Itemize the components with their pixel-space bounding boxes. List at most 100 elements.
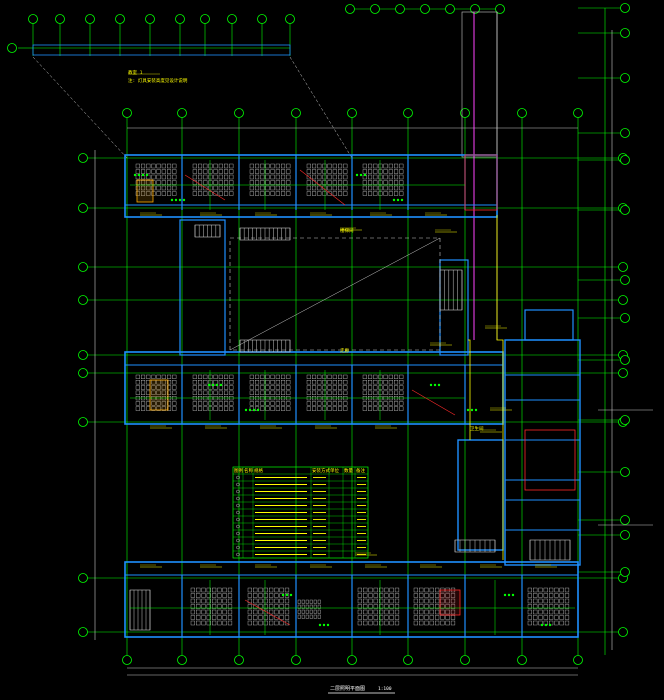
desk	[212, 609, 217, 615]
legend-header-cell: 规格	[254, 467, 263, 474]
desk	[383, 385, 388, 390]
desk	[564, 615, 570, 620]
desk	[212, 615, 217, 620]
fixture-symbol	[540, 623, 544, 627]
desk	[368, 587, 373, 593]
fixture-symbol	[141, 173, 145, 177]
desk	[192, 380, 197, 385]
desk	[435, 620, 440, 626]
grid-bubble	[177, 655, 187, 665]
desk	[384, 587, 389, 593]
desk	[338, 163, 343, 169]
desk	[281, 185, 286, 191]
desk	[533, 604, 538, 609]
desk	[388, 385, 393, 390]
desk	[203, 380, 208, 385]
note-text: 注: 灯具安装高度见设计说明	[128, 77, 188, 84]
desk	[378, 191, 383, 196]
desk	[383, 169, 388, 174]
desk	[206, 609, 211, 615]
desk	[196, 620, 201, 626]
grid-bubble	[618, 295, 628, 305]
fixture-symbol	[256, 408, 260, 412]
stair-outline	[239, 339, 291, 353]
desk	[543, 593, 548, 598]
desk	[373, 593, 378, 598]
legend-header-cell: 单位	[330, 467, 339, 474]
desk	[394, 587, 400, 593]
desk	[146, 374, 151, 379]
desk	[559, 604, 564, 609]
desk	[445, 598, 450, 604]
legend-symbol	[236, 517, 240, 522]
desk	[327, 401, 332, 406]
desk	[286, 380, 291, 385]
desk	[208, 380, 213, 385]
desk	[198, 406, 203, 411]
fixture-symbol	[437, 383, 441, 387]
west-stair-block	[179, 219, 226, 356]
desk	[399, 174, 404, 180]
desk	[322, 163, 327, 169]
desk	[338, 180, 343, 185]
desk	[559, 609, 564, 615]
desk	[564, 593, 570, 598]
desk	[284, 587, 290, 593]
grid-bubble	[115, 14, 125, 24]
desk	[388, 191, 393, 196]
desk	[217, 604, 222, 609]
desk	[206, 604, 211, 609]
desk	[413, 598, 418, 604]
desk	[141, 401, 146, 406]
desk	[527, 609, 532, 615]
building-walls	[32, 11, 581, 638]
desk	[192, 385, 197, 390]
legend-symbol	[236, 545, 240, 550]
desk	[368, 163, 373, 169]
fixture-symbol	[396, 198, 400, 202]
grid-bubble	[55, 14, 65, 24]
desk	[332, 169, 337, 174]
desk	[212, 587, 217, 593]
desk	[275, 374, 280, 379]
desk	[265, 374, 270, 379]
desk	[253, 609, 258, 615]
desk	[213, 406, 218, 411]
desk	[297, 599, 301, 604]
desk	[208, 185, 213, 191]
desk	[538, 620, 543, 626]
desk	[217, 587, 222, 593]
fixture-symbol	[429, 383, 433, 387]
desk	[419, 620, 424, 626]
desk	[260, 180, 265, 185]
desk	[260, 390, 265, 395]
desk	[270, 163, 275, 169]
desk	[263, 604, 268, 609]
fixture-symbol	[511, 593, 515, 597]
desk	[141, 380, 146, 385]
desk	[258, 587, 263, 593]
desk	[527, 593, 532, 598]
desk	[247, 620, 252, 626]
desk	[357, 593, 362, 598]
desk	[260, 174, 265, 180]
desk	[135, 191, 140, 196]
desk	[533, 620, 538, 626]
desk	[317, 191, 322, 196]
grid-bubble	[620, 205, 630, 215]
desk	[263, 609, 268, 615]
grid-bubble	[234, 108, 244, 118]
desk	[208, 385, 213, 390]
desk	[322, 401, 327, 406]
fixture-symbol	[211, 383, 215, 387]
desk	[306, 180, 311, 185]
fixture-symbol	[207, 383, 211, 387]
desk	[281, 163, 286, 169]
desk	[265, 163, 270, 169]
desk	[394, 174, 399, 180]
desk	[363, 593, 368, 598]
drawing-scale: 1:100	[378, 686, 392, 692]
desk	[258, 615, 263, 620]
desk	[135, 380, 140, 385]
desk	[440, 615, 445, 620]
